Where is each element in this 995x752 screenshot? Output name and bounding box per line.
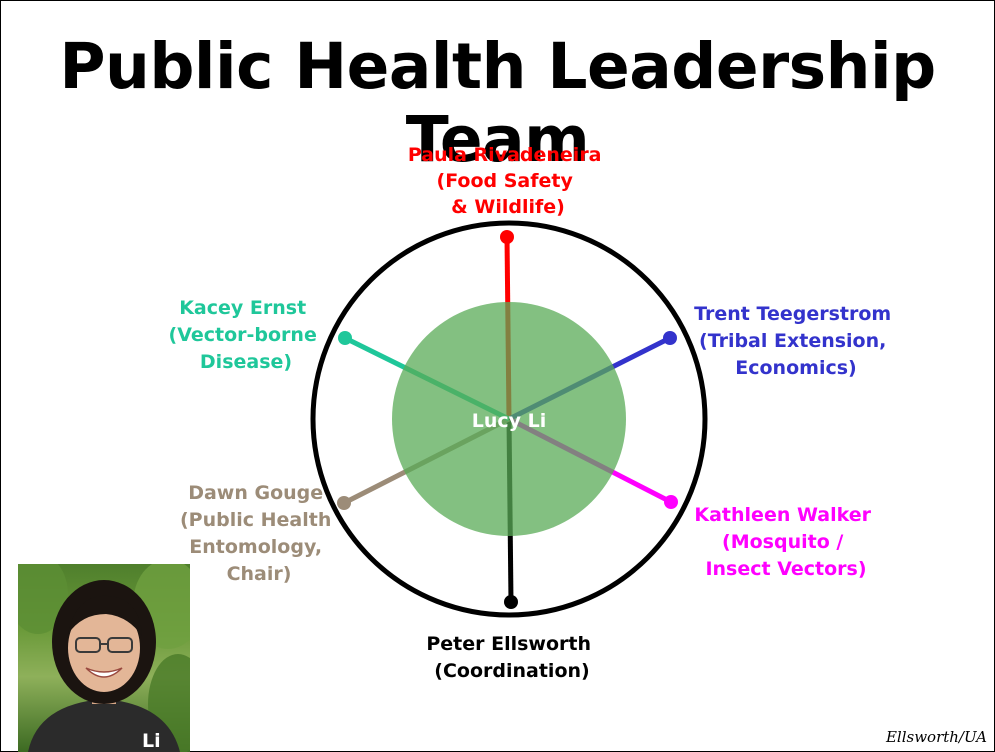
outer-ring xyxy=(310,220,708,618)
photo-caption: Li xyxy=(142,730,161,752)
label-gouge-line: (Public Health xyxy=(180,509,331,531)
label-ellsworth: Peter Ellsworth (Coordination) xyxy=(426,633,597,682)
node-ellsworth xyxy=(504,595,518,609)
label-gouge: Dawn Gouge (Public Health Entomology, Ch… xyxy=(180,482,338,585)
node-ernst xyxy=(338,331,352,345)
label-gouge-line: Chair) xyxy=(227,563,292,585)
label-teegerstrom-line: (Tribal Extension, xyxy=(699,330,886,352)
label-rivadeneira: Paula Rivadeneira (Food Safety & Wildlif… xyxy=(408,144,608,218)
label-ernst-line: Disease) xyxy=(200,351,292,373)
label-teegerstrom: Trent Teegerstrom (Tribal Extension, Eco… xyxy=(694,303,898,379)
label-ernst-line: (Vector-borne xyxy=(169,324,317,346)
label-walker-line: (Mosquito / xyxy=(722,531,843,553)
label-ellsworth-line: Peter Ellsworth xyxy=(426,633,591,655)
label-walker: Kathleen Walker (Mosquito / Insect Vecto… xyxy=(694,504,877,580)
center-name: Lucy Li xyxy=(472,410,547,432)
label-ellsworth-line: (Coordination) xyxy=(434,660,589,682)
label-ernst: Kacey Ernst (Vector-borne Disease) xyxy=(169,297,324,373)
slide-title: Public Health Leadership Team xyxy=(59,30,936,176)
label-rivadeneira-line: (Food Safety xyxy=(437,170,574,192)
node-rivadeneira xyxy=(500,230,514,244)
portrait-illustration xyxy=(18,564,190,752)
center-disc xyxy=(392,302,626,536)
label-walker-line: Insect Vectors) xyxy=(705,558,866,580)
label-gouge-line: Dawn Gouge xyxy=(188,482,323,504)
label-teegerstrom-line: Trent Teegerstrom xyxy=(694,303,891,325)
credit-text: Ellsworth/UA xyxy=(885,728,987,746)
label-teegerstrom-line: Economics) xyxy=(735,357,856,379)
label-gouge-line: Entomology, xyxy=(189,536,322,558)
node-walker xyxy=(664,495,678,509)
node-teegerstrom xyxy=(663,331,677,345)
label-rivadeneira-line: & Wildlife) xyxy=(451,196,565,218)
node-gouge xyxy=(337,496,351,510)
label-ernst-line: Kacey Ernst xyxy=(179,297,306,319)
label-rivadeneira-line: Paula Rivadeneira xyxy=(408,144,602,166)
label-walker-line: Kathleen Walker xyxy=(694,504,871,526)
portrait-photo xyxy=(18,564,190,752)
